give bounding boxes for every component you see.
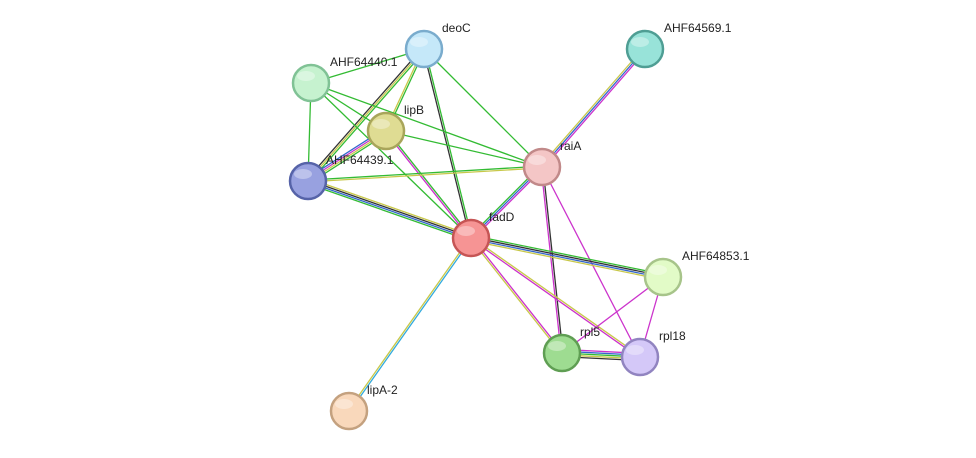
edge-strand — [310, 82, 543, 168]
edge-strand — [307, 48, 425, 182]
node-ahf64853-1[interactable]: AHF64853.1 — [643, 249, 750, 297]
edge-lipb-fadd[interactable] — [384, 130, 473, 239]
edge-strand — [310, 48, 425, 84]
node-label: AHF64440.1 — [330, 55, 398, 69]
edge-strand — [542, 166, 564, 353]
node-ahf64569-1[interactable]: AHF64569.1 — [625, 21, 732, 69]
node-highlight — [335, 399, 353, 409]
edge-strand — [471, 236, 664, 277]
node-deoc[interactable]: deoC — [404, 21, 471, 69]
node-label: AHF64569.1 — [664, 21, 732, 35]
edge-strand — [471, 236, 641, 357]
edge-ahf64439-1-fadd[interactable] — [306, 177, 473, 242]
edge-strand — [424, 48, 473, 238]
node-circle[interactable] — [522, 147, 562, 187]
edge-strand — [308, 167, 543, 183]
edge-deoc-ahf64439-1[interactable] — [306, 47, 426, 183]
node-highlight — [457, 226, 475, 236]
node-raia[interactable]: raiA — [522, 139, 581, 187]
edge-strand — [471, 234, 664, 275]
node-highlight — [372, 119, 390, 129]
edge-deoc-ahf64440-1[interactable] — [310, 48, 425, 84]
edge-strand — [471, 237, 564, 353]
node-circle[interactable] — [625, 29, 665, 69]
edge-strand — [310, 82, 472, 239]
edge-strand — [306, 182, 471, 242]
node-rpl18[interactable]: rpl18 — [620, 329, 686, 377]
edge-ahf64440-1-fadd[interactable] — [310, 82, 472, 239]
node-label: rpl5 — [580, 325, 600, 339]
node-circle[interactable] — [620, 337, 660, 377]
edge-deoc-fadd[interactable] — [422, 48, 473, 239]
edge-strand — [347, 237, 471, 411]
node-highlight — [297, 71, 315, 81]
node-highlight — [631, 37, 649, 47]
edge-strand — [384, 131, 471, 239]
edge-lipb-raia[interactable] — [385, 130, 543, 168]
edge-ahf64853-1-rpl5[interactable] — [561, 276, 664, 354]
node-highlight — [649, 265, 667, 275]
node-ahf64440-1[interactable]: AHF64440.1 — [291, 55, 398, 103]
edge-strand — [307, 165, 542, 181]
node-label: lipB — [404, 103, 424, 117]
node-label: AHF64439.1 — [326, 153, 394, 167]
edge-fadd-ahf64853-1[interactable] — [470, 234, 664, 281]
node-circle[interactable] — [404, 29, 444, 69]
node-circle[interactable] — [366, 111, 406, 151]
edge-strand — [308, 49, 426, 183]
node-highlight — [410, 37, 428, 47]
edge-strand — [561, 276, 664, 354]
edge-strand — [308, 177, 473, 237]
edge-fadd-rpl5[interactable] — [469, 237, 564, 354]
edge-ahf64569-1-raia[interactable] — [540, 47, 647, 169]
edge-raia-rpl5[interactable] — [540, 166, 564, 354]
node-lipb[interactable]: lipB — [366, 103, 424, 151]
node-circle[interactable] — [291, 63, 331, 103]
edge-strand — [423, 48, 543, 168]
edge-strand — [470, 238, 663, 279]
node-label: AHF64853.1 — [682, 249, 750, 263]
edge-strand — [422, 49, 471, 239]
edge-strand — [386, 130, 473, 238]
node-circle[interactable] — [643, 257, 683, 297]
edge-deoc-raia[interactable] — [423, 48, 543, 168]
edge-strand — [308, 179, 472, 238]
edge-strand — [349, 238, 473, 412]
edge-strand — [541, 48, 646, 168]
node-label: raiA — [560, 139, 581, 153]
node-label: rpl18 — [659, 329, 686, 343]
node-lipa-2[interactable]: lipA-2 — [329, 383, 398, 431]
edge-strand — [469, 238, 562, 354]
edge-strand — [470, 238, 640, 359]
edge-ahf64439-1-raia[interactable] — [307, 165, 543, 183]
node-circle[interactable] — [288, 161, 328, 201]
edge-strand — [306, 47, 424, 181]
node-label: fadD — [489, 210, 515, 224]
node-highlight — [528, 155, 546, 165]
edge-strand — [385, 130, 543, 168]
node-circle[interactable] — [542, 333, 582, 373]
edge-strand — [307, 181, 471, 240]
edge-ahf64440-1-raia[interactable] — [310, 82, 543, 168]
node-fadd[interactable]: fadD — [451, 210, 515, 258]
node-highlight — [626, 345, 644, 355]
edge-strand — [542, 49, 647, 169]
node-highlight — [294, 169, 312, 179]
node-label: lipA-2 — [367, 383, 398, 397]
edge-strand — [470, 240, 663, 281]
edge-fadd-rpl18[interactable] — [470, 236, 641, 359]
node-ahf64439-1[interactable]: AHF64439.1 — [288, 153, 394, 201]
edge-strand — [540, 167, 562, 354]
node-highlight — [548, 341, 566, 351]
node-rpl5[interactable]: rpl5 — [542, 325, 600, 373]
edge-strand — [540, 47, 645, 167]
node-circle[interactable] — [451, 218, 491, 258]
node-circle[interactable] — [329, 391, 369, 431]
node-label: deoC — [442, 21, 471, 35]
edge-fadd-lipa-2[interactable] — [347, 237, 473, 412]
